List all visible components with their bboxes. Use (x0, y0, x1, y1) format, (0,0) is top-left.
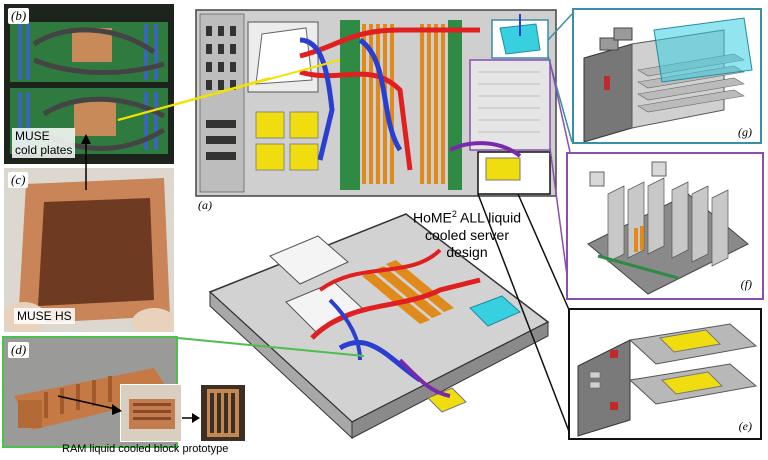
photo-ram-block-inset-section (200, 384, 246, 442)
dimm-detail-image (587, 161, 749, 295)
muse-hs-image (4, 168, 174, 332)
photo-muse-cold-plates: (b) MUSE cold plates (4, 4, 174, 164)
panel-e-coldplate-detail: (e) (568, 308, 762, 440)
server-isometric-view (208, 213, 550, 440)
panel-g-tank-detail: (g) (572, 8, 762, 144)
photo-muse-hs: (c) MUSE HS (4, 168, 174, 332)
ram-inset-front-image (121, 385, 181, 441)
caption-muse-hs: MUSE HS (14, 308, 75, 324)
panel-f-dimm-detail: (f) (566, 152, 764, 300)
server-design-title: HoME2 ALL liquid cooled server design (412, 209, 521, 260)
coldplate-detail-image (577, 323, 758, 437)
label-c: (c) (8, 172, 29, 188)
ram-inset-section-image (201, 385, 245, 441)
label-a: (a) (198, 198, 212, 213)
caption-muse-cold-plates: MUSE cold plates (12, 128, 76, 158)
label-b: (b) (8, 8, 30, 24)
label-e: (e) (738, 419, 752, 434)
server-top-view (195, 9, 557, 197)
label-g: (g) (738, 125, 752, 140)
photo-ram-block-inset-front (120, 384, 182, 442)
label-f: (f) (740, 277, 752, 292)
caption-ram-block: RAM liquid cooled block prototype (62, 443, 229, 455)
muse-cold-plates-image (4, 4, 174, 164)
label-d: (d) (8, 342, 30, 358)
tank-detail-image (583, 17, 753, 142)
